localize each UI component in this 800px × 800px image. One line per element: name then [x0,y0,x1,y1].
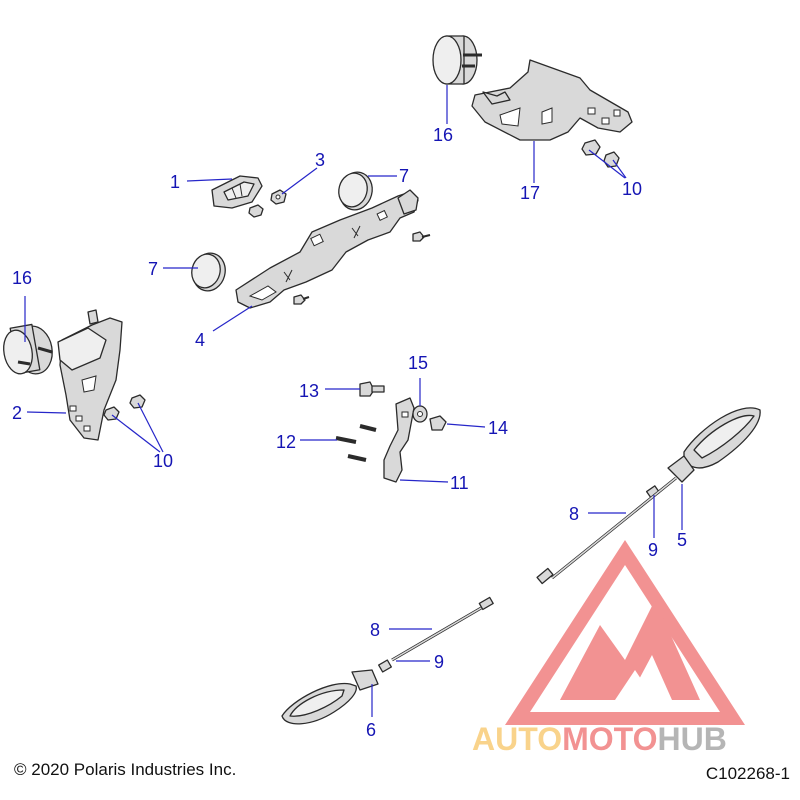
callout-1: 1 [170,172,180,192]
part-13-bolt [359,381,385,397]
callout-15: 15 [408,353,428,373]
part-15-washer [412,405,428,423]
part-8-wire-upper [536,476,677,585]
copyright-notice: © 2020 Polaris Industries Inc. [14,760,237,779]
callout-8-upper: 8 [569,504,579,524]
callout-12: 12 [276,432,296,452]
part-11-bracket [383,397,415,483]
part-4-bracket [235,189,419,309]
watermark-logo: AUTOMOTOHUB [472,540,745,757]
callout-11: 11 [450,473,469,493]
part-17-bracket [471,59,633,141]
callout-10-upper: 10 [622,179,642,199]
part-8-wire-lower [391,596,494,662]
part-3-nuts [248,189,287,218]
figure-id: C102268-1 [705,764,790,783]
callout-14: 14 [488,418,508,438]
part-7-reflector-upper [338,171,373,211]
callout-13: 13 [299,381,319,401]
watermark-hub: HUB [657,721,726,757]
callout-17: 17 [520,183,540,203]
callout-16-lower: 16 [12,268,32,288]
callout-9-upper: 9 [648,540,658,560]
part-2-bracket [57,309,123,441]
callout-7-upper: 7 [399,166,409,186]
leader-lines [24,85,683,717]
part-7-reflector-lower [191,252,226,292]
callout-4: 4 [195,330,205,350]
callout-10-lower: 10 [153,451,173,471]
part-16-bumper-right [432,35,482,85]
callout-8-lower: 8 [370,620,380,640]
callout-16-upper: 16 [433,125,453,145]
part-12-screws [335,424,377,462]
part-10-nuts-right [581,139,620,168]
callout-3: 3 [315,150,325,170]
part-16-bumper-left [3,323,53,375]
part-6-turn-signal-lower [281,659,392,725]
part-10-nuts-left [103,394,146,421]
callout-6: 6 [366,720,376,740]
watermark-moto: MOTO [562,721,657,757]
callout-2: 2 [12,403,22,423]
callout-5: 5 [677,530,687,550]
part-5-turn-signal-upper [645,407,761,499]
callout-7-lower: 7 [148,259,158,279]
watermark-text: AUTOMOTOHUB [472,721,727,757]
callout-labels: 1 2 3 4 5 6 7 7 8 8 9 9 10 10 11 12 13 1… [12,125,687,740]
watermark-auto: AUTO [472,721,562,757]
callout-9-lower: 9 [434,652,444,672]
part-1-marker-light [211,175,263,209]
part-14-nut [429,415,447,431]
part-4-screws [293,231,431,305]
